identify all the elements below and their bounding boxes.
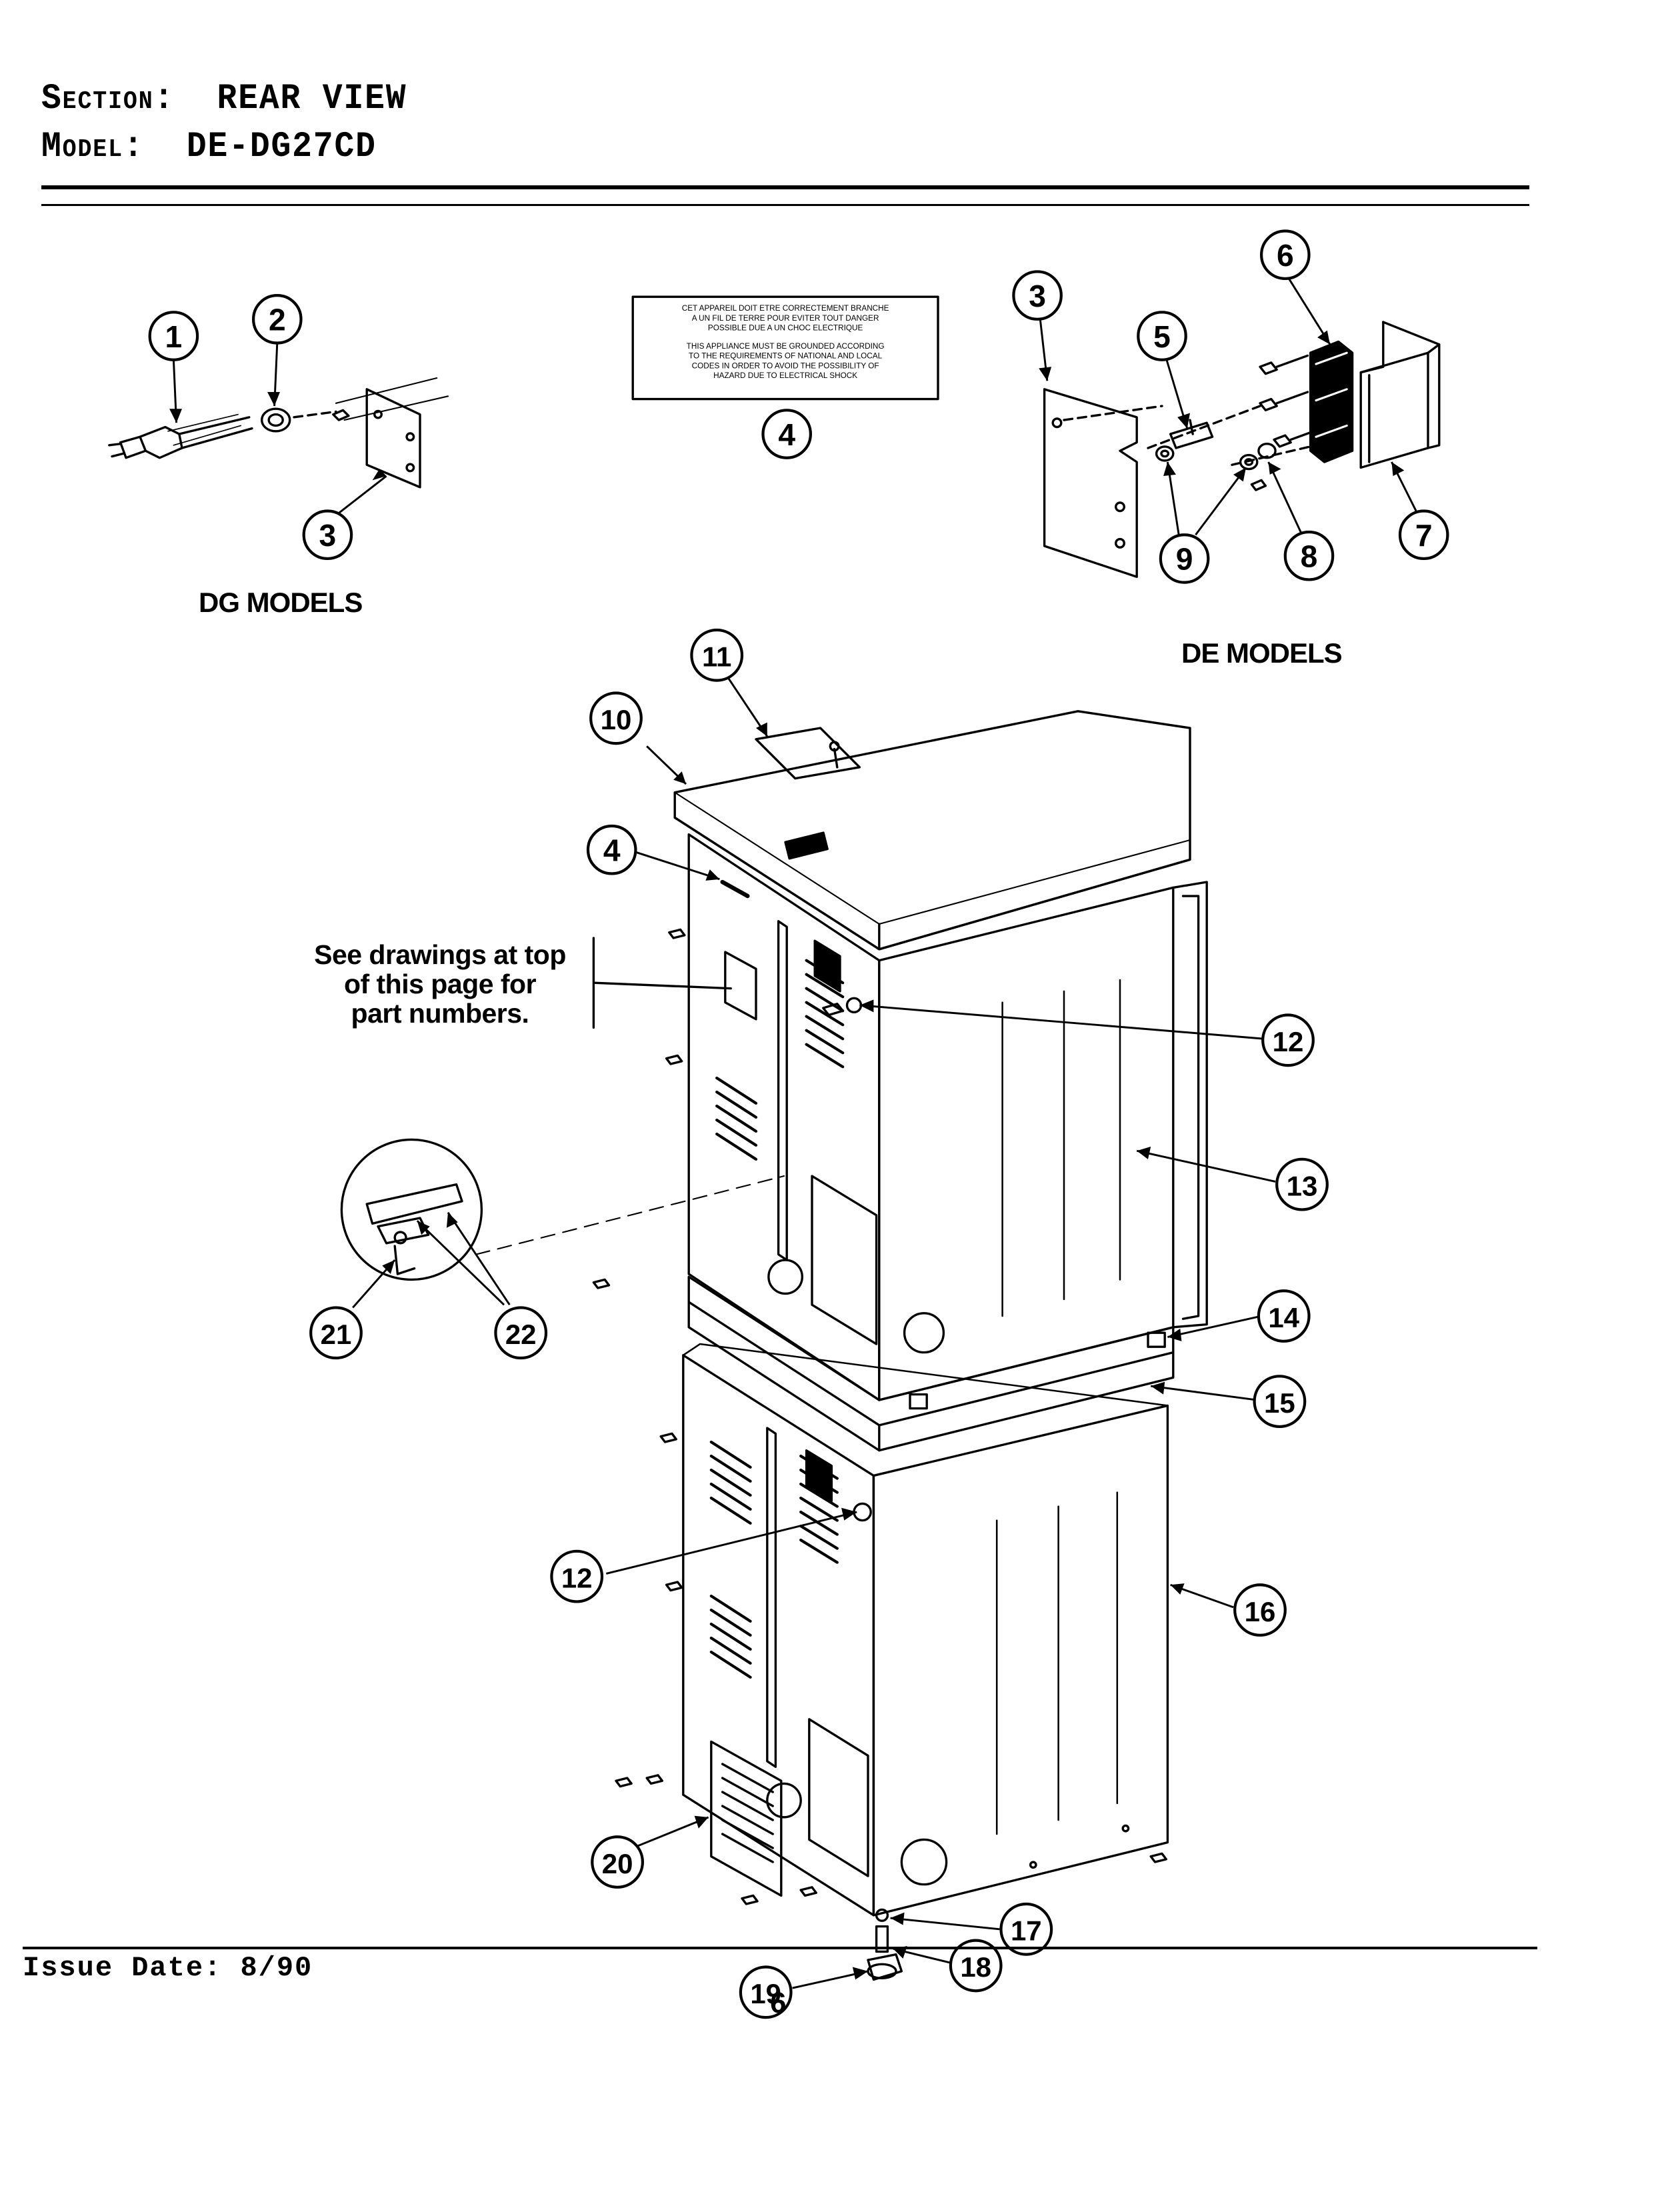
svg-text:17: 17 [1011,1915,1042,1947]
access-cover [755,727,861,780]
svg-text:14: 14 [1268,1302,1299,1333]
svg-text:3: 3 [319,518,337,553]
note-line-2: of this page for [343,969,537,999]
warning-label-text: CET APPAREIL DOIT ETRE CORRECTEMENT BRAN… [682,304,889,380]
svg-text:CET APPAREIL DOIT ETRE CORRECT: CET APPAREIL DOIT ETRE CORRECTEMENT BRAN… [682,304,889,313]
top-slot [784,831,829,860]
callout-13: 13 [1275,1157,1329,1211]
callout-2: 2 [252,294,303,345]
leader-lines [172,277,1418,1989]
top-panel [673,710,1191,951]
callout-4-label: 4 [761,409,812,459]
svg-text:4: 4 [778,417,795,452]
svg-text:19: 19 [750,1978,781,2009]
callout-3-de: 3 [1012,270,1063,321]
callout-1: 1 [148,311,199,361]
svg-text:15: 15 [1264,1387,1295,1419]
svg-text:CODES IN ORDER TO AVOID THE PO: CODES IN ORDER TO AVOID THE POSSIBILITY … [692,361,879,370]
callout-4-unit: 4 [586,824,637,875]
de-models-label: DE MODELS [1181,637,1343,669]
svg-text:8: 8 [1301,539,1318,574]
note-bracket [592,937,732,1029]
svg-text:6: 6 [1277,238,1294,273]
callout-19: 19 [739,1965,793,2019]
header-rule-thick [41,185,1529,189]
svg-text:THIS APPLIANCE MUST BE GROUNDE: THIS APPLIANCE MUST BE GROUNDED ACCORDIN… [687,342,885,351]
svg-text:18: 18 [960,1951,991,1983]
callout-14: 14 [1257,1289,1311,1343]
note-line-1: See drawings at top [314,939,566,970]
dg-models-label: DG MODELS [199,587,363,618]
callout-3-dg: 3 [302,509,353,561]
callouts: 1 2 3 4 3 5 6 7 8 9 10 11 4 12 13 14 15 … [148,229,1449,2019]
callout-9: 9 [1159,533,1210,584]
callout-10: 10 [589,691,643,745]
svg-text:1: 1 [165,319,183,354]
callout-22: 22 [494,1306,548,1360]
svg-text:16: 16 [1245,1596,1276,1627]
stacking-frame [687,1275,1175,1452]
svg-text:4: 4 [603,833,621,868]
svg-text:21: 21 [321,1319,352,1350]
header-rule-thin [41,204,1529,206]
svg-text:10: 10 [601,704,632,735]
callout-6: 6 [1260,229,1311,281]
model-key: Model: [41,127,145,167]
callout-18: 18 [949,1939,1003,1993]
clip-detail [340,1138,483,1281]
callout-7: 7 [1398,509,1449,561]
callout-17: 17 [999,1902,1053,1956]
svg-text:5: 5 [1153,319,1171,354]
callout-21: 21 [309,1306,363,1360]
svg-text:11: 11 [702,641,731,673]
svg-text:12: 12 [1273,1026,1304,1057]
svg-text:3: 3 [1029,279,1046,313]
svg-text:HAZARD DUE TO ELECTRICAL SHOCK: HAZARD DUE TO ELECTRICAL SHOCK [713,371,857,380]
callout-11: 11 [690,628,744,682]
model-line: Model: DE-DG27CD [41,127,377,167]
svg-text:A UN FIL DE TERRE POUR EVITER: A UN FIL DE TERRE POUR EVITER TOUT DANGE… [692,314,879,323]
arrow-heads [169,330,1405,1980]
callout-8: 8 [1283,530,1335,581]
svg-text:9: 9 [1176,542,1193,577]
note-line-3: part numbers. [351,998,529,1029]
section-key: Section: [41,79,175,119]
callout-12-upper: 12 [1261,1013,1315,1067]
terminal-block-assembly [1043,321,1441,578]
svg-text:13: 13 [1287,1170,1318,1201]
warning-label-plate [631,295,939,401]
svg-text:20: 20 [602,1848,633,1879]
callout-5: 5 [1137,311,1187,361]
section-line: Section: REAR VIEW [41,79,407,119]
footer-rule [23,1947,1537,1949]
model-value: DE-DG27CD [186,127,377,167]
page-number: 6 [770,1987,787,2019]
callout-16: 16 [1233,1583,1287,1637]
power-cord-assembly [108,377,449,489]
see-drawings-note: See drawings at top of this page for par… [287,940,593,1028]
svg-text:2: 2 [269,303,286,337]
callout-15: 15 [1253,1375,1307,1429]
svg-text:12: 12 [561,1562,593,1593]
svg-text:TO THE REQUIREMENTS OF NATIONA: TO THE REQUIREMENTS OF NATIONAL AND LOCA… [689,352,883,361]
callout-12-lower: 12 [550,1549,604,1603]
svg-text:7: 7 [1415,518,1433,553]
issue-date: Issue Date: 8/90 [23,1952,313,1984]
svg-text:POSSIBLE DUE A UN CHOC ELECTRI: POSSIBLE DUE A UN CHOC ELECTRIQUE [708,324,863,333]
callout-20: 20 [591,1835,644,1889]
lower-cabinet [615,1343,1169,1981]
section-value: REAR VIEW [217,79,407,119]
svg-text:22: 22 [505,1319,537,1350]
